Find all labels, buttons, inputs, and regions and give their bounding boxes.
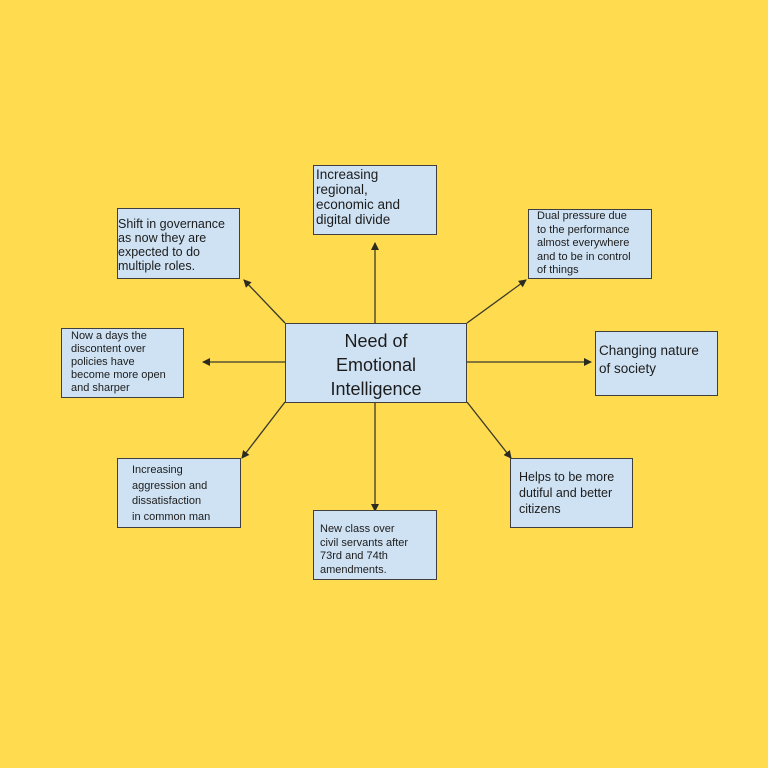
node-discontent-over-policies: Now a days the discontent over policies … (61, 328, 184, 398)
arrow-to-top-right (466, 279, 527, 324)
central-node-need-of-emotional-intelligence: Need of Emotional Intelligence (285, 323, 467, 403)
node-regional-digital-divide: Increasing regional, economic and digita… (313, 165, 437, 235)
node-changing-nature-of-society: Changing nature of society (595, 331, 718, 396)
node-dutiful-citizens: Helps to be more dutiful and better citi… (510, 458, 633, 528)
node-shift-in-governance: Shift in governance as now they are expe… (117, 208, 240, 279)
node-new-class-over-civil-servants: New class over civil servants after 73rd… (313, 510, 437, 580)
arrow-to-bottom-left (241, 401, 286, 459)
arrow-to-bottom-right (466, 401, 512, 459)
arrow-to-top-left (243, 279, 286, 324)
node-dual-pressure: Dual pressure due to the performance alm… (528, 209, 652, 279)
node-increasing-aggression: Increasing aggression and dissatisfactio… (117, 458, 241, 528)
